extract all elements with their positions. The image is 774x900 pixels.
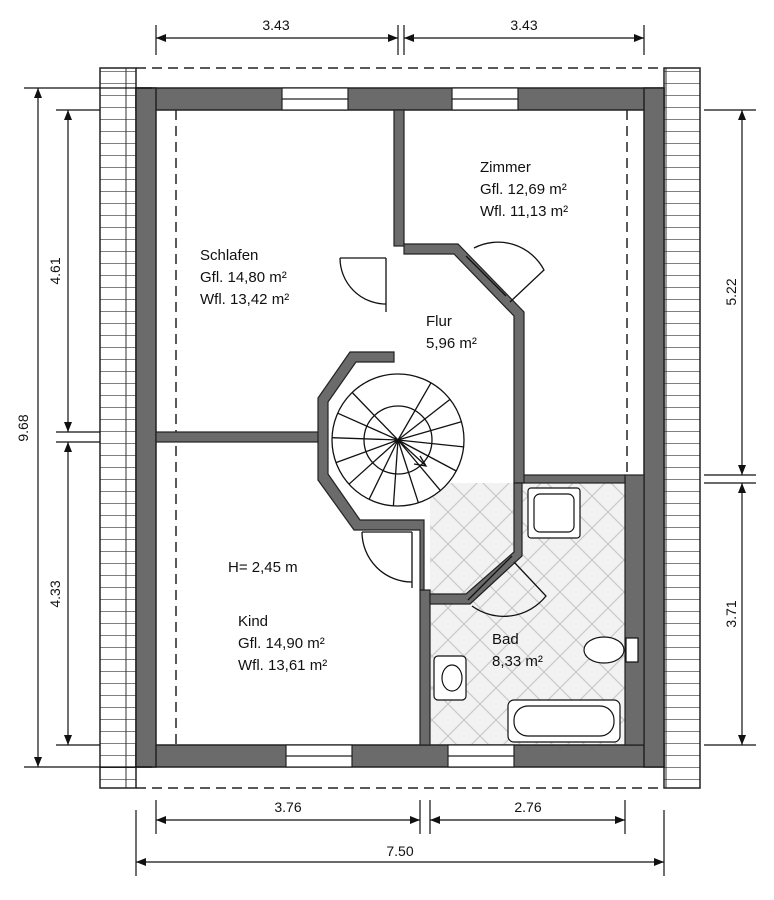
dim-total-width: 7.50 xyxy=(386,843,413,859)
spiral-staircase xyxy=(331,373,465,507)
dim-left-upper: 4.61 xyxy=(47,257,63,284)
door-bad xyxy=(467,555,547,617)
room-area: 5,96 m² xyxy=(426,335,477,352)
wall-bad-right xyxy=(624,474,645,746)
room-wfl: Wfl. 13,42 m² xyxy=(200,291,289,308)
stair-tread xyxy=(397,421,462,441)
ceiling-height-label: H= 2,45 m xyxy=(228,559,298,576)
door-zimmer xyxy=(465,241,545,303)
roof-overhang-outline xyxy=(136,67,664,789)
door-schlafen xyxy=(339,257,387,312)
stair-tread xyxy=(351,392,399,441)
room-flur: Flur 5,96 m² xyxy=(426,313,477,352)
stair-tread xyxy=(397,439,457,472)
dim-bottom-left: 3.76 xyxy=(274,799,301,815)
wall-bad-bottom-left xyxy=(419,589,431,746)
stair-tread xyxy=(397,398,451,441)
room-name: Flur xyxy=(426,313,452,330)
stair-tread xyxy=(392,439,399,506)
stair-tread xyxy=(368,439,399,500)
doors xyxy=(339,241,547,617)
toilet xyxy=(583,636,639,664)
room-kind: Kind Gfl. 14,90 m² Wfl. 13,61 m² xyxy=(238,613,327,674)
room-name: Zimmer xyxy=(480,159,531,176)
dim-left-lower: 4.33 xyxy=(47,580,63,607)
dim-right-lower: 3.71 xyxy=(723,600,739,627)
dim-bottom-right: 2.76 xyxy=(514,799,541,815)
dim-total-depth: 9.68 xyxy=(15,414,31,441)
dimension-lines xyxy=(24,25,756,876)
door-kind xyxy=(361,531,413,588)
room-name: Bad xyxy=(492,631,519,648)
exterior-walls xyxy=(135,87,665,768)
dim-right-upper: 5.22 xyxy=(723,278,739,305)
room-name: Kind xyxy=(238,613,268,630)
stair-tread xyxy=(397,382,432,441)
windows xyxy=(281,87,519,768)
wall-zimmer-bottom xyxy=(519,474,626,484)
room-gfl: Gfl. 12,69 m² xyxy=(480,181,567,198)
bathroom-fixtures xyxy=(433,487,639,743)
stair-tread xyxy=(331,437,399,441)
interior-walls xyxy=(155,109,645,746)
stair-tread xyxy=(337,412,399,441)
wall-schlafen-zimmer xyxy=(393,109,405,247)
stair-treads xyxy=(331,382,464,506)
wall-schlafen-kind xyxy=(155,431,321,443)
room-gfl: Gfl. 14,80 m² xyxy=(200,269,287,286)
room-wfl: Wfl. 13,61 m² xyxy=(238,657,327,674)
brick-wall-right xyxy=(663,67,701,789)
room-gfl: Gfl. 14,90 m² xyxy=(238,635,325,652)
stair-tread xyxy=(348,439,399,485)
room-zimmer: Zimmer Gfl. 12,69 m² Wfl. 11,13 m² xyxy=(480,159,568,220)
room-name: Schlafen xyxy=(200,247,258,264)
shower-tray xyxy=(527,487,581,539)
room-bad: Bad 8,33 m² xyxy=(492,631,543,670)
wall-bad-corner xyxy=(429,482,523,605)
stair-tread xyxy=(335,439,399,464)
dim-top-right: 3.43 xyxy=(510,17,537,33)
stair-tread xyxy=(397,439,464,448)
room-wfl: Wfl. 11,13 m² xyxy=(480,203,568,220)
wall-stair xyxy=(317,351,425,591)
dim-top-left: 3.43 xyxy=(262,17,289,33)
washbasin xyxy=(433,655,467,701)
brick-wall-left xyxy=(99,67,137,789)
room-schlafen: Schlafen Gfl. 14,80 m² Wfl. 13,42 m² xyxy=(200,247,289,308)
room-area: 8,33 m² xyxy=(492,653,543,670)
bathtub xyxy=(507,699,621,743)
stair-tread xyxy=(397,439,420,504)
dimension-arrowheads xyxy=(34,34,746,866)
stair-arrow xyxy=(397,439,427,467)
